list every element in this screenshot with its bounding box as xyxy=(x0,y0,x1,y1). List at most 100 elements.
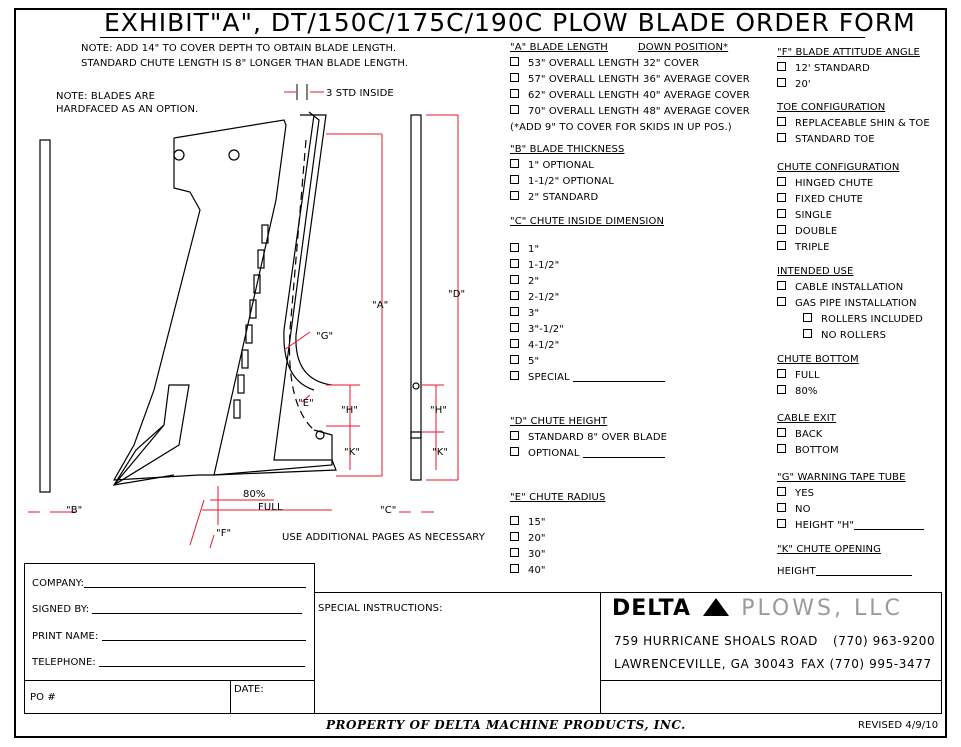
checkbox[interactable] xyxy=(510,73,519,82)
checkbox[interactable] xyxy=(510,275,519,284)
checkbox[interactable] xyxy=(777,428,786,437)
checkbox[interactable] xyxy=(803,313,812,322)
intended-use-option[interactable]: CABLE INSTALLATION xyxy=(777,280,923,296)
attitude-angle-option[interactable]: 12' STANDARD xyxy=(777,61,920,77)
checkbox[interactable] xyxy=(777,519,786,528)
checkbox[interactable] xyxy=(510,89,519,98)
chute-inside-option[interactable]: 4-1/2" xyxy=(510,338,665,354)
checkbox[interactable] xyxy=(510,339,519,348)
checkbox[interactable] xyxy=(777,225,786,234)
chute-inside-option[interactable]: SPECIAL xyxy=(510,370,666,386)
checkbox[interactable] xyxy=(510,548,519,557)
checkbox[interactable] xyxy=(777,78,786,87)
optional-height-input[interactable] xyxy=(582,447,665,458)
telephone-input[interactable] xyxy=(99,656,306,667)
checkbox[interactable] xyxy=(777,281,786,290)
chute-inside-option[interactable]: 1" xyxy=(510,242,665,258)
chute-height-option[interactable]: STANDARD 8" OVER BLADE xyxy=(510,430,667,446)
checkbox[interactable] xyxy=(510,355,519,364)
cable-exit-option[interactable]: BACK xyxy=(777,427,839,443)
chute-config-option[interactable]: HINGED CHUTE xyxy=(777,176,899,192)
chute-height-option[interactable]: OPTIONAL xyxy=(510,446,667,462)
chute-inside-option[interactable]: 5" xyxy=(510,354,665,370)
warning-tape-option[interactable]: YES xyxy=(777,486,924,502)
checkbox[interactable] xyxy=(510,57,519,66)
cable-exit-option[interactable]: BOTTOM xyxy=(777,443,839,459)
checkbox[interactable] xyxy=(777,241,786,250)
warning-tape-option[interactable]: NO xyxy=(777,502,924,518)
attitude-angle-option[interactable]: 20' xyxy=(777,77,920,93)
height-input[interactable] xyxy=(815,565,912,576)
chute-config-option[interactable]: DOUBLE xyxy=(777,224,899,240)
checkbox[interactable] xyxy=(777,133,786,142)
chute-inside-option[interactable]: 2-1/2" xyxy=(510,290,665,306)
chute-radius-option[interactable]: 15" xyxy=(510,515,605,531)
chute-inside-option[interactable]: 2" xyxy=(510,274,665,290)
toe-option[interactable]: STANDARD TOE xyxy=(777,132,930,148)
checkbox[interactable] xyxy=(510,431,519,440)
checkbox[interactable] xyxy=(777,297,786,306)
special-input[interactable] xyxy=(573,371,666,382)
checkbox[interactable] xyxy=(510,564,519,573)
chute-inside-option[interactable]: 3"-1/2" xyxy=(510,322,665,338)
chute-radius-option[interactable]: 20" xyxy=(510,531,605,547)
height-h-input[interactable] xyxy=(854,519,925,530)
warning-tape-option[interactable]: HEIGHT "H" xyxy=(777,518,925,534)
checkbox[interactable] xyxy=(777,385,786,394)
print-name-input[interactable] xyxy=(101,630,306,641)
chute-config-option[interactable]: TRIPLE xyxy=(777,240,899,256)
checkbox[interactable] xyxy=(777,444,786,453)
checkbox[interactable] xyxy=(510,371,519,380)
label-b: "B" xyxy=(66,505,83,516)
checkbox[interactable] xyxy=(777,193,786,202)
checkbox[interactable] xyxy=(510,259,519,268)
checkbox[interactable] xyxy=(777,209,786,218)
checkbox[interactable] xyxy=(510,191,519,200)
chute-inside-option[interactable]: 1-1/2" xyxy=(510,258,665,274)
chute-inside-option[interactable]: 3" xyxy=(510,306,665,322)
checkbox[interactable] xyxy=(777,369,786,378)
checkbox[interactable] xyxy=(510,291,519,300)
toe-option[interactable]: REPLACEABLE SHIN & TOE xyxy=(777,116,930,132)
blade-thickness-option[interactable]: 2" STANDARD xyxy=(510,190,624,206)
checkbox[interactable] xyxy=(510,159,519,168)
chute-config-option[interactable]: FIXED CHUTE xyxy=(777,192,899,208)
checkbox[interactable] xyxy=(510,323,519,332)
checkbox[interactable] xyxy=(510,105,519,114)
checkbox[interactable] xyxy=(510,516,519,525)
chute-radius-option[interactable]: 30" xyxy=(510,547,605,563)
checkbox[interactable] xyxy=(777,117,786,126)
rollers-option[interactable]: ROLLERS INCLUDED xyxy=(777,312,923,328)
intended-use-option[interactable]: GAS PIPE INSTALLATION xyxy=(777,296,923,312)
rollers-option[interactable]: NO ROLLERS xyxy=(777,328,923,344)
checkbox[interactable] xyxy=(510,175,519,184)
company-input[interactable] xyxy=(84,577,307,588)
chute-config-option[interactable]: SINGLE xyxy=(777,208,899,224)
phone-number: (770) 963-9200 xyxy=(833,634,936,648)
blade-thickness-option[interactable]: 1" OPTIONAL xyxy=(510,158,624,174)
signed-by-input[interactable] xyxy=(92,603,303,614)
chute-radius-option[interactable]: 40" xyxy=(510,563,605,579)
checkbox[interactable] xyxy=(510,532,519,541)
delta-wordmark: DELTA xyxy=(612,596,691,621)
date-label[interactable]: DATE: xyxy=(234,684,264,695)
checkbox[interactable] xyxy=(777,487,786,496)
checkbox[interactable] xyxy=(510,447,519,456)
property-notice: PROPERTY OF DELTA MACHINE PRODUCTS, INC. xyxy=(326,718,686,732)
special-instructions-label[interactable]: SPECIAL INSTRUCTIONS: xyxy=(318,603,443,614)
checkbox[interactable] xyxy=(777,503,786,512)
chute-bottom-option[interactable]: FULL xyxy=(777,368,859,384)
chute-bottom: CHUTE BOTTOM FULL 80% xyxy=(777,352,859,400)
blade-thickness-option[interactable]: 1-1/2" OPTIONAL xyxy=(510,174,624,190)
checkbox[interactable] xyxy=(777,62,786,71)
checkbox[interactable] xyxy=(803,329,812,338)
po-label[interactable]: PO # xyxy=(30,692,56,703)
checkbox[interactable] xyxy=(510,243,519,252)
checkbox[interactable] xyxy=(777,177,786,186)
chute-bottom-option[interactable]: 80% xyxy=(777,384,859,400)
checkbox[interactable] xyxy=(510,307,519,316)
